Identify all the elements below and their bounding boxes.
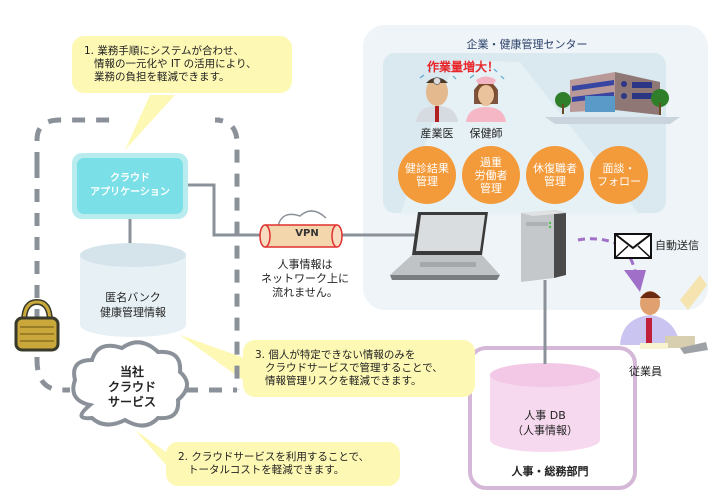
task-3-line-2: 管理 (544, 175, 566, 188)
employee-figure (620, 275, 708, 354)
task-2-line-2: 労働者 (474, 168, 508, 182)
cloud-boundary-top-left (34, 117, 120, 165)
cloud-app-line-1: クラウド (110, 173, 150, 184)
task-2-line-3: 管理 (480, 181, 502, 195)
cloud-service-line-2: クラウド (107, 380, 156, 394)
server-icon (521, 210, 566, 282)
building-icon (545, 72, 680, 124)
vpn-note-line-1: 人事情報は (277, 258, 333, 271)
hr-db-label: 人事 DB （人事情報） (490, 408, 600, 438)
hr-db-line-1: 人事 DB (524, 409, 566, 422)
role-occupational-physician: 産業医 (420, 127, 454, 140)
cloud-app-line-2: アプリケーション (90, 187, 170, 198)
callout3-pointer-left (180, 335, 250, 385)
anonymous-bank-db-cylinder (80, 243, 186, 337)
callout1-pointer (125, 95, 175, 150)
cloud-boundary-left (34, 165, 70, 393)
cloud-service-icon (71, 340, 189, 428)
callout-1-line-1: 1. 業務手順にシステムが合わせ、 (84, 45, 245, 57)
hr-db-cylinder (490, 363, 600, 452)
padlock-icon (14, 298, 60, 352)
task-1-line-1: 健診結果 (405, 162, 449, 175)
task-overwork-management: 過重 労働者 管理 (462, 146, 520, 204)
vpn-tunnel-icon (259, 210, 343, 248)
callout-2-line-1: 2. クラウドサービスを利用することで、 (178, 451, 370, 463)
task-checkup-results: 健診結果 管理 (398, 146, 456, 204)
stress-marks (419, 67, 505, 80)
laptop-icon (390, 212, 500, 280)
task-1-line-2: 管理 (416, 175, 438, 188)
auto-send-label: 自動送信 (655, 239, 699, 252)
task-3-line-1: 休復職者 (533, 162, 577, 175)
anonymous-db-line-2: 健康管理情報 (100, 306, 166, 319)
callout-1-line-3: 業務の負担を軽減できます。 (94, 71, 230, 83)
task-4-line-2: フォロー (597, 175, 641, 188)
app-to-vpn-line (188, 183, 265, 237)
callout-3-line-2: クラウドサービスで管理することで、 (265, 362, 443, 374)
doctor-figure (416, 77, 458, 122)
callout-3: 3. 個人が特定できない情報のみを クラウドサービスで管理することで、 情報管理… (243, 340, 475, 397)
envelope-icon (614, 233, 652, 259)
health-center-title: 企業・健康管理センター (466, 38, 588, 51)
workload-alert: 作業量増大！ (426, 60, 499, 74)
cloud-application-box: クラウド アプリケーション (72, 153, 188, 219)
task-2-line-1: 過重 (480, 155, 502, 169)
cloud-service-label: 当社 クラウド サービス (92, 365, 172, 410)
callout2-pointer (135, 430, 175, 475)
employee-label: 従業員 (629, 365, 662, 378)
anonymous-bank-db-label: 匿名バンク 健康管理情報 (80, 290, 186, 320)
hr-db-line-2: （人事情報） (512, 424, 578, 437)
role-public-health-nurse: 保健師 (469, 127, 503, 140)
hr-dept-label: 人事・総務部門 (511, 465, 589, 478)
callout-2: 2. クラウドサービスを利用することで、 トータルコストを軽減できます。 (166, 442, 400, 486)
cloud-boundary-right (214, 117, 240, 390)
vpn-note-line-3: 流れません。 (272, 286, 338, 299)
callout-2-line-2: トータルコストを軽減できます。 (188, 464, 345, 476)
task-interview-followup: 面談・ フォロー (590, 146, 648, 204)
nurse-figure (466, 76, 506, 122)
callout-3-line-1: 3. 個人が特定できない情報のみを (255, 349, 416, 361)
vpn-note: 人事情報は ネットワーク上に 流れません。 (250, 258, 360, 300)
task-4-line-1: 面談・ (602, 162, 636, 175)
vpn-label: VPN (295, 228, 319, 239)
anonymous-db-line-1: 匿名バンク (105, 291, 161, 304)
vpn-note-line-2: ネットワーク上に (261, 272, 349, 285)
task-leave-return-management: 休復職者 管理 (526, 146, 584, 204)
callout-1: 1. 業務手順にシステムが合わせ、 情報の一元化や IT の活用により、 業務の… (72, 36, 292, 93)
cloud-service-line-3: サービス (107, 395, 156, 409)
callout-3-line-3: 情報管理リスクを軽減できます。 (265, 375, 422, 387)
callout-1-line-2: 情報の一元化や IT の活用により、 (94, 58, 257, 70)
cloud-service-line-1: 当社 (119, 365, 144, 379)
